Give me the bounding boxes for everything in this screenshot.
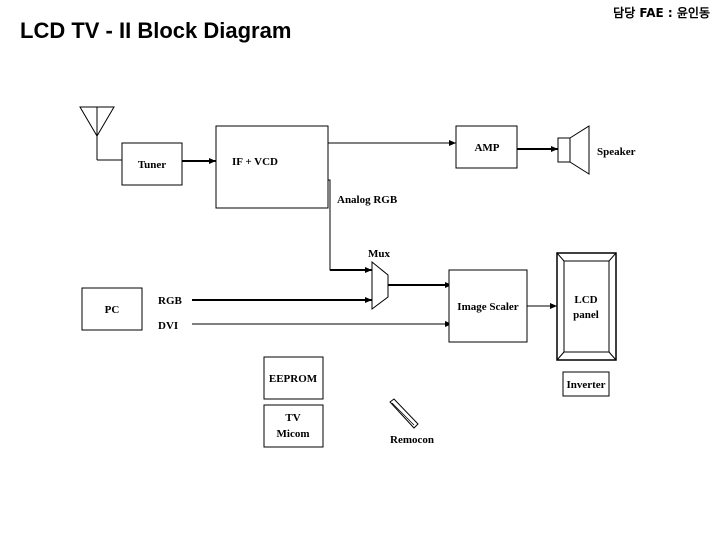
lcd-label-line2: panel — [573, 309, 599, 321]
rgb-label: RGB — [158, 295, 183, 307]
antenna-icon — [79, 106, 122, 161]
pc-block: PC — [81, 287, 143, 331]
eeprom-block: EEPROM — [263, 356, 324, 400]
tv-micom-block: TV Micom — [263, 404, 324, 448]
lcd-label-line1: LCD — [574, 294, 597, 306]
inverter-block: Inverter — [562, 371, 610, 397]
if-vcd-block: IF + VCD — [215, 125, 329, 209]
tv-micom-label-line2: Micom — [277, 428, 310, 440]
owner-label: 담당 FAE : 윤인동 — [613, 6, 710, 20]
page-title: LCD TV - II Block Diagram — [20, 18, 292, 43]
image-scaler-block: Image Scaler — [448, 269, 528, 343]
tv-micom-label-line1: TV — [285, 412, 300, 424]
if-vcd-label: IF + VCD — [232, 156, 278, 168]
remocon-label: Remocon — [390, 434, 434, 446]
amp-block: AMP — [455, 125, 518, 169]
analog-rgb-label: Analog RGB — [337, 194, 398, 206]
eeprom-label: EEPROM — [269, 373, 318, 385]
speaker-icon — [557, 125, 590, 175]
image-scaler-label: Image Scaler — [457, 301, 519, 313]
lcd-panel-block: LCD panel — [556, 252, 617, 361]
mux-block — [371, 260, 389, 310]
amp-label: AMP — [474, 142, 499, 154]
tuner-block: Tuner — [121, 142, 183, 186]
speaker-label: Speaker — [597, 146, 636, 158]
tuner-label: Tuner — [138, 159, 166, 171]
remote-control-icon — [389, 398, 419, 429]
pc-label: PC — [105, 304, 120, 316]
dvi-label: DVI — [158, 320, 178, 332]
inverter-label: Inverter — [566, 379, 605, 391]
mux-label: Mux — [368, 248, 391, 260]
